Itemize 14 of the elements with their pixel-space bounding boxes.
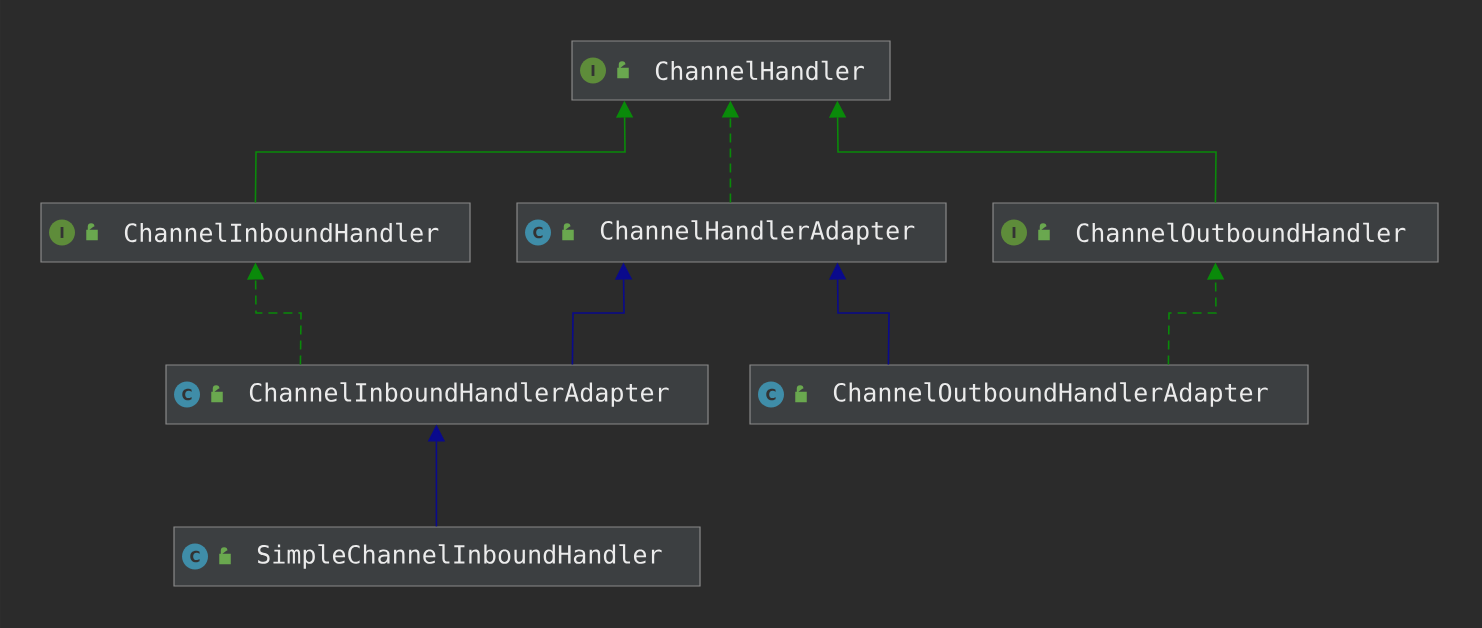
class-box (165, 364, 709, 425)
class-name: ChannelOutboundHandler (1076, 222, 1406, 243)
class-box (992, 202, 1439, 263)
class-name: ChannelInboundHandlerAdapter (249, 382, 669, 407)
class-name: ChannelInboundHandler (124, 222, 439, 243)
class-box (516, 202, 947, 263)
class-box (749, 364, 1309, 425)
class-name: ChannelHandlerAdapter (600, 220, 915, 245)
class-name: SimpleChannelInboundHandler (257, 544, 662, 569)
class-name: ChannelOutboundHandlerAdapter (833, 382, 1268, 407)
class-name: ChannelHandler (655, 60, 864, 81)
class-box (571, 40, 891, 101)
class-box (40, 202, 471, 263)
class-box (173, 526, 701, 587)
